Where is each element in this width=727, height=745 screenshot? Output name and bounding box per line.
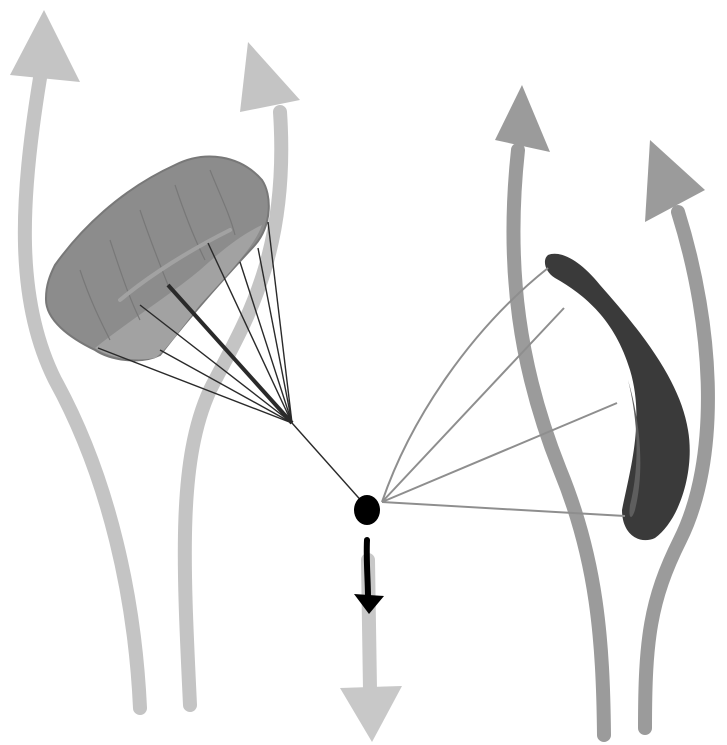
sink-arrow xyxy=(354,540,384,614)
side-canopy-lines xyxy=(382,268,625,516)
airflow-arrow-right-inner xyxy=(495,85,604,735)
descent-arrow xyxy=(340,560,402,742)
pilot-dot-icon xyxy=(354,495,380,525)
